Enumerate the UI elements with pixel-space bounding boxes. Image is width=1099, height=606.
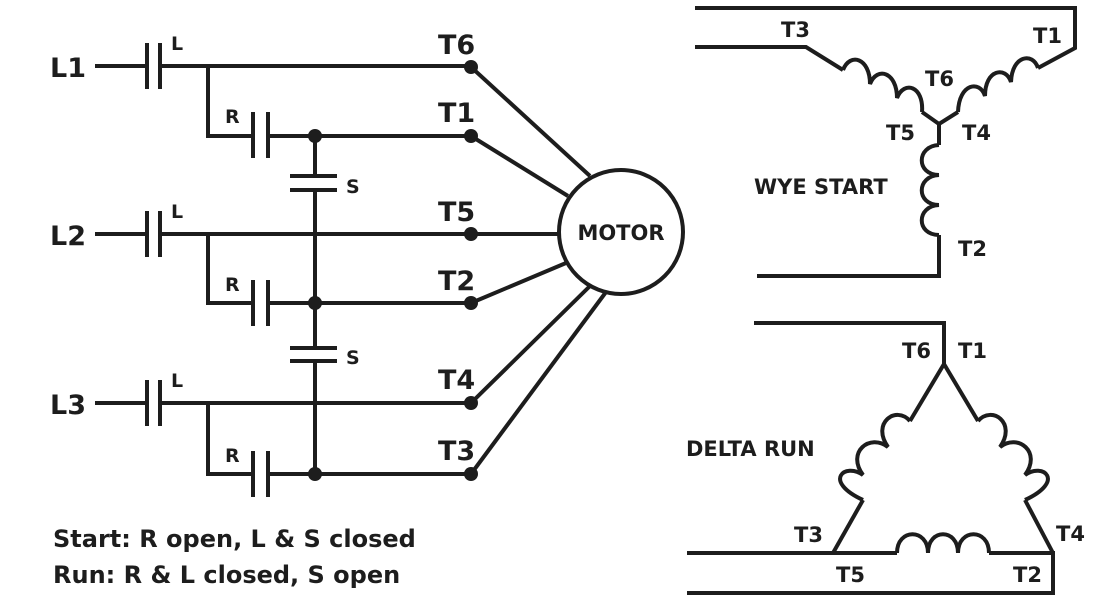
lead-t3 (469, 290, 608, 476)
contactor-l-l2 (145, 211, 162, 257)
wye-terminal-t1: T1 (1033, 24, 1062, 48)
wire-l2-branch (206, 234, 253, 305)
contactor-label-s: S (346, 347, 360, 369)
motor-circle (557, 168, 685, 296)
delta-terminal-t4: T4 (1056, 522, 1085, 546)
delta-wire-right-top (942, 362, 980, 423)
delta-wire-left-bottom (831, 499, 865, 554)
line-l3-row: L3 L T4 R T3 (50, 365, 478, 497)
terminal-label-t1: T1 (438, 98, 475, 129)
delta-coil-right (976, 413, 1050, 502)
wye-start-title: WYE START (754, 175, 888, 199)
wye-terminal-t4: T4 (962, 121, 991, 145)
motor-leads (469, 65, 608, 476)
delta-terminal-t2: T2 (1013, 563, 1042, 587)
wye-star-junction (920, 110, 960, 127)
contactor-s-1: S (290, 136, 360, 303)
delta-wire-right-bottom (1023, 499, 1055, 554)
line-label-l3: L3 (50, 390, 86, 421)
wye-terminal-t2: T2 (958, 237, 987, 261)
contactor-label-l: L (171, 370, 183, 392)
contactor-label-l: L (171, 33, 183, 55)
start-note: Start: R open, L & S closed (53, 525, 416, 553)
wye-start-diagram: T3 T1 T6 T5 T4 T2 WYE START (695, 6, 1077, 278)
contactor-l-l1 (145, 43, 162, 89)
lead-t4 (469, 284, 592, 405)
terminal-dot-t5 (464, 227, 478, 241)
lead-t2 (470, 261, 567, 305)
contactor-s-2: S (290, 303, 360, 474)
delta-coil-left (838, 413, 912, 502)
delta-wire-t1-t6 (754, 321, 946, 364)
contactor-label-r: R (225, 274, 240, 296)
wye-terminal-t5: T5 (886, 121, 915, 145)
terminal-label-t6: T6 (438, 30, 475, 61)
contactor-r-l1 (251, 112, 270, 158)
wye-wire-t1 (695, 6, 1077, 70)
delta-wire-t2-t4 (687, 551, 1055, 595)
line-label-l2: L2 (50, 221, 86, 252)
delta-wire-left-top (908, 362, 946, 423)
delta-terminal-t1: T1 (958, 339, 987, 363)
terminal-label-t4: T4 (438, 365, 475, 396)
contactor-label-r: R (225, 445, 240, 467)
terminal-label-t2: T2 (438, 266, 475, 297)
terminal-label-t5: T5 (438, 197, 475, 228)
contactor-circuit: L1 L T6 R T1 (50, 30, 685, 589)
lead-t6 (469, 65, 592, 178)
delta-terminal-t6: T6 (902, 339, 931, 363)
wye-coil-t5-t2 (919, 143, 940, 237)
line-l1-row: L1 L T6 R T1 (50, 30, 478, 158)
line-label-l1: L1 (50, 53, 86, 84)
wye-terminal-t6: T6 (925, 67, 954, 91)
wire-l1-branch (206, 66, 253, 138)
delta-terminal-t3: T3 (794, 523, 823, 547)
contactor-r-l2 (251, 280, 270, 326)
contactor-label-r: R (225, 106, 240, 128)
wye-coil-t3-t6 (841, 57, 925, 113)
delta-run-title: DELTA RUN (686, 437, 815, 461)
contactor-l-l3 (145, 380, 162, 426)
lead-t1 (469, 134, 570, 198)
run-note: Run: R & L closed, S open (53, 561, 400, 589)
delta-coil-bottom (895, 532, 991, 554)
line-l2-row: L2 L T5 R T2 (50, 197, 558, 326)
contactor-r-l3 (251, 451, 270, 497)
junction-dot (308, 467, 322, 481)
wye-terminal-t3: T3 (781, 18, 810, 42)
wire-l3-branch (206, 403, 253, 476)
wye-wire-t3 (695, 45, 845, 72)
motor: MOTOR (557, 168, 685, 296)
terminal-label-t3: T3 (438, 436, 475, 467)
wye-wire-t2 (757, 235, 941, 278)
delta-run-diagram: T6 T1 T3 T4 T5 T2 DELTA RUN (686, 321, 1085, 595)
wye-coil-t1-t4 (956, 56, 1040, 113)
contactor-label-l: L (171, 201, 183, 223)
delta-terminal-t5: T5 (836, 563, 865, 587)
motor-label: MOTOR (577, 221, 664, 245)
contactor-label-s: S (346, 176, 360, 198)
